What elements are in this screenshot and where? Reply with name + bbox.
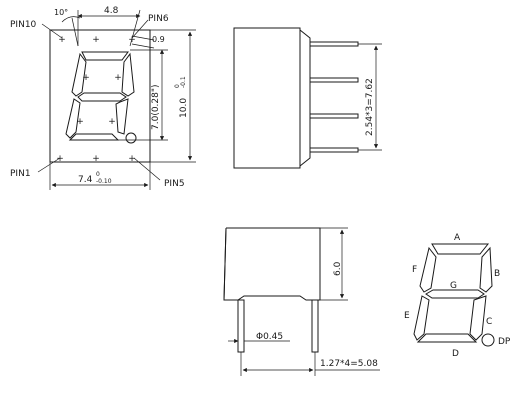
body-width-tol-upper: 0 bbox=[96, 171, 100, 178]
side-pin bbox=[309, 113, 359, 119]
bottom-height-label: 6.0 bbox=[333, 261, 343, 276]
extension-line bbox=[129, 9, 141, 47]
bottom-pitch-label: 1.27*4=5.08 bbox=[320, 359, 378, 369]
pin-diameter-label: Φ0.45 bbox=[256, 332, 283, 342]
side-pin bbox=[309, 77, 359, 83]
side-pitch-label: 2.54*3=7.62 bbox=[365, 78, 375, 136]
bottom-view: 6.0 Φ0.45 1.27*4=5.08 bbox=[223, 227, 380, 376]
side-view: 2.54*3=7.62 bbox=[233, 27, 382, 169]
digit-height-label: 7.0(0.28") bbox=[151, 84, 161, 130]
seg-g-label: G bbox=[450, 281, 457, 291]
angle-arc bbox=[61, 16, 81, 23]
seg-c bbox=[469, 295, 487, 341]
pin-marker: + bbox=[128, 35, 136, 45]
pin6-label: PIN6 bbox=[148, 14, 169, 24]
front-body-outline bbox=[49, 29, 151, 163]
body-height-label: 10.0 bbox=[179, 98, 189, 118]
pin10-label: PIN10 bbox=[10, 20, 37, 30]
pin-marker: + bbox=[128, 154, 136, 164]
side-pins bbox=[309, 41, 359, 153]
pin-marker: + bbox=[76, 117, 84, 127]
seg-f bbox=[419, 246, 437, 293]
thickness-leader bbox=[131, 35, 155, 41]
pin-marker: + bbox=[58, 35, 66, 45]
seg-c-label: C bbox=[486, 317, 492, 327]
front-view: + + + + + + + + + + PIN10 PIN6 PIN1 PIN5… bbox=[10, 6, 196, 190]
body-width-tol-lower: -0.10 bbox=[96, 178, 112, 185]
pin-markers: + + + + + + + + + + bbox=[56, 35, 136, 164]
bottom-pin-left bbox=[237, 299, 245, 353]
pin-marker: + bbox=[108, 117, 116, 127]
top-width-label: 4.8 bbox=[104, 6, 119, 16]
front-seg-a bbox=[81, 51, 129, 61]
pin5-leader bbox=[133, 157, 161, 181]
pin-marker: + bbox=[56, 154, 64, 164]
pin1-leader bbox=[37, 157, 61, 173]
seg-dp bbox=[481, 333, 495, 347]
pin1-label: PIN1 bbox=[10, 169, 31, 179]
seg-d-label: D bbox=[452, 349, 459, 359]
bottom-pin-right bbox=[311, 299, 319, 353]
body-height-tol-lower: -0.1 bbox=[180, 76, 187, 88]
front-seg-d bbox=[68, 133, 120, 141]
angle-line bbox=[71, 17, 79, 47]
pin-marker: + bbox=[114, 73, 122, 83]
bottom-body-edge bbox=[223, 227, 227, 301]
angle-label: 10° bbox=[54, 8, 68, 17]
body-height-tol-upper: 0 bbox=[174, 84, 181, 88]
pin6-leader bbox=[131, 19, 149, 39]
pin-marker: + bbox=[92, 35, 100, 45]
seg-d bbox=[416, 333, 478, 343]
side-bracket bbox=[299, 29, 311, 167]
seg-e-label: E bbox=[404, 311, 410, 321]
segment-thickness-label: 0.9 bbox=[152, 35, 165, 44]
pin-marker: + bbox=[92, 154, 100, 164]
body-width-label: 7.4 bbox=[78, 175, 93, 185]
side-body-outline bbox=[233, 27, 301, 169]
pin10-leader bbox=[41, 23, 63, 39]
bottom-body-outline bbox=[223, 227, 321, 301]
side-pin bbox=[309, 41, 359, 47]
front-seg-f bbox=[71, 52, 87, 97]
pin5-label: PIN5 bbox=[164, 179, 185, 189]
thickness-leader bbox=[131, 43, 155, 49]
seg-b-label: B bbox=[494, 269, 500, 279]
front-seg-g bbox=[77, 92, 127, 102]
front-seg-e bbox=[65, 98, 81, 139]
seg-g bbox=[425, 289, 485, 299]
seg-dp-label: DP bbox=[498, 337, 511, 347]
front-seg-c bbox=[115, 98, 129, 135]
seg-e bbox=[413, 295, 430, 341]
front-seg-dp bbox=[125, 132, 137, 144]
seg-b bbox=[479, 246, 493, 293]
seg-f-label: F bbox=[412, 265, 417, 275]
pin-marker: + bbox=[82, 73, 90, 83]
seg-a-label: A bbox=[454, 233, 461, 243]
seg-a bbox=[431, 243, 490, 255]
front-digit bbox=[65, 51, 137, 144]
front-seg-b bbox=[121, 52, 135, 97]
segment-diagram: A B C D E F G DP bbox=[404, 233, 511, 359]
side-pin bbox=[309, 147, 359, 153]
